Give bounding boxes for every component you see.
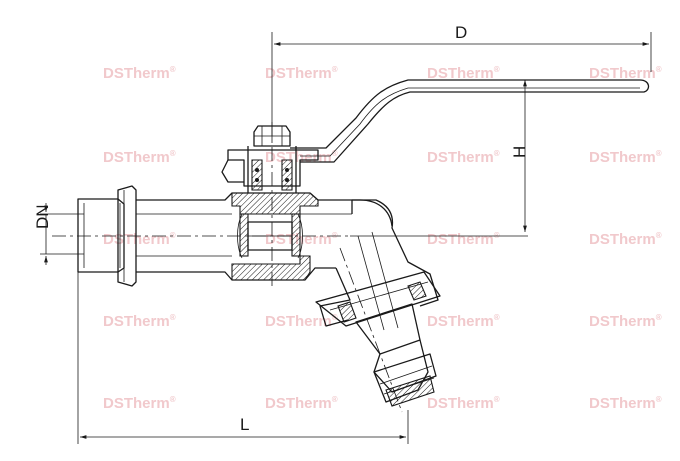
watermark-registered-mark: ®	[332, 149, 338, 158]
watermark-brand-text: DSTherm®	[589, 149, 662, 166]
watermark-registered-mark: ®	[170, 313, 176, 322]
watermark-registered-mark: ®	[494, 65, 500, 74]
watermark-brand-text: DSTherm®	[265, 65, 338, 82]
valve-body	[77, 185, 393, 287]
watermark-brand-text: DSTherm®	[265, 395, 338, 412]
watermark-registered-mark: ®	[494, 149, 500, 158]
watermark-brand-text: DSTherm®	[103, 65, 176, 82]
watermark-registered-mark: ®	[656, 149, 662, 158]
dimension-L: L	[77, 268, 409, 444]
watermark-registered-mark: ®	[170, 149, 176, 158]
watermark-registered-mark: ®	[332, 65, 338, 74]
watermark-brand-text: DSTherm®	[265, 231, 338, 248]
watermark-registered-mark: ®	[170, 395, 176, 404]
valve-stem	[221, 125, 319, 193]
watermark-brand-text: DSTherm®	[427, 231, 500, 248]
watermark-brand-text: DSTherm®	[427, 313, 500, 330]
watermark-registered-mark: ®	[656, 231, 662, 240]
watermark-brand-text: DSTherm®	[103, 149, 176, 166]
dimension-label-L: L	[240, 415, 249, 434]
watermark-registered-mark: ®	[332, 395, 338, 404]
watermark-registered-mark: ®	[656, 395, 662, 404]
watermark-brand-text: DSTherm®	[589, 231, 662, 248]
watermark-registered-mark: ®	[170, 231, 176, 240]
watermark-registered-mark: ®	[494, 231, 500, 240]
angled-spout	[315, 199, 441, 407]
watermark-brand-text: DSTherm®	[589, 65, 662, 82]
dimension-H: H	[350, 80, 529, 237]
watermark-brand-text: DSTherm®	[265, 149, 338, 166]
watermark-brand-text: DSTherm®	[589, 395, 662, 412]
dimension-label-H: H	[510, 146, 529, 158]
watermark-brand-text: DSTherm®	[265, 313, 338, 330]
watermark-brand-text: DSTherm®	[427, 149, 500, 166]
watermark-registered-mark: ®	[656, 313, 662, 322]
lever-handle	[290, 79, 650, 163]
watermark-brand-text: DSTherm®	[103, 231, 176, 248]
watermark-registered-mark: ®	[494, 313, 500, 322]
watermark-brand-text: DSTherm®	[103, 313, 176, 330]
dimension-label-D: D	[455, 23, 467, 42]
dimension-DN: DN	[33, 203, 84, 265]
dimension-label-DN: DN	[33, 204, 52, 229]
watermark-brand-text: DSTherm®	[103, 395, 176, 412]
watermark-registered-mark: ®	[656, 65, 662, 74]
watermark-registered-mark: ®	[332, 231, 338, 240]
watermark-registered-mark: ®	[494, 395, 500, 404]
watermark-brand-text: DSTherm®	[427, 395, 500, 412]
watermark-registered-mark: ®	[170, 65, 176, 74]
watermark-brand-text: DSTherm®	[589, 313, 662, 330]
watermark-brand-text: DSTherm®	[427, 65, 500, 82]
